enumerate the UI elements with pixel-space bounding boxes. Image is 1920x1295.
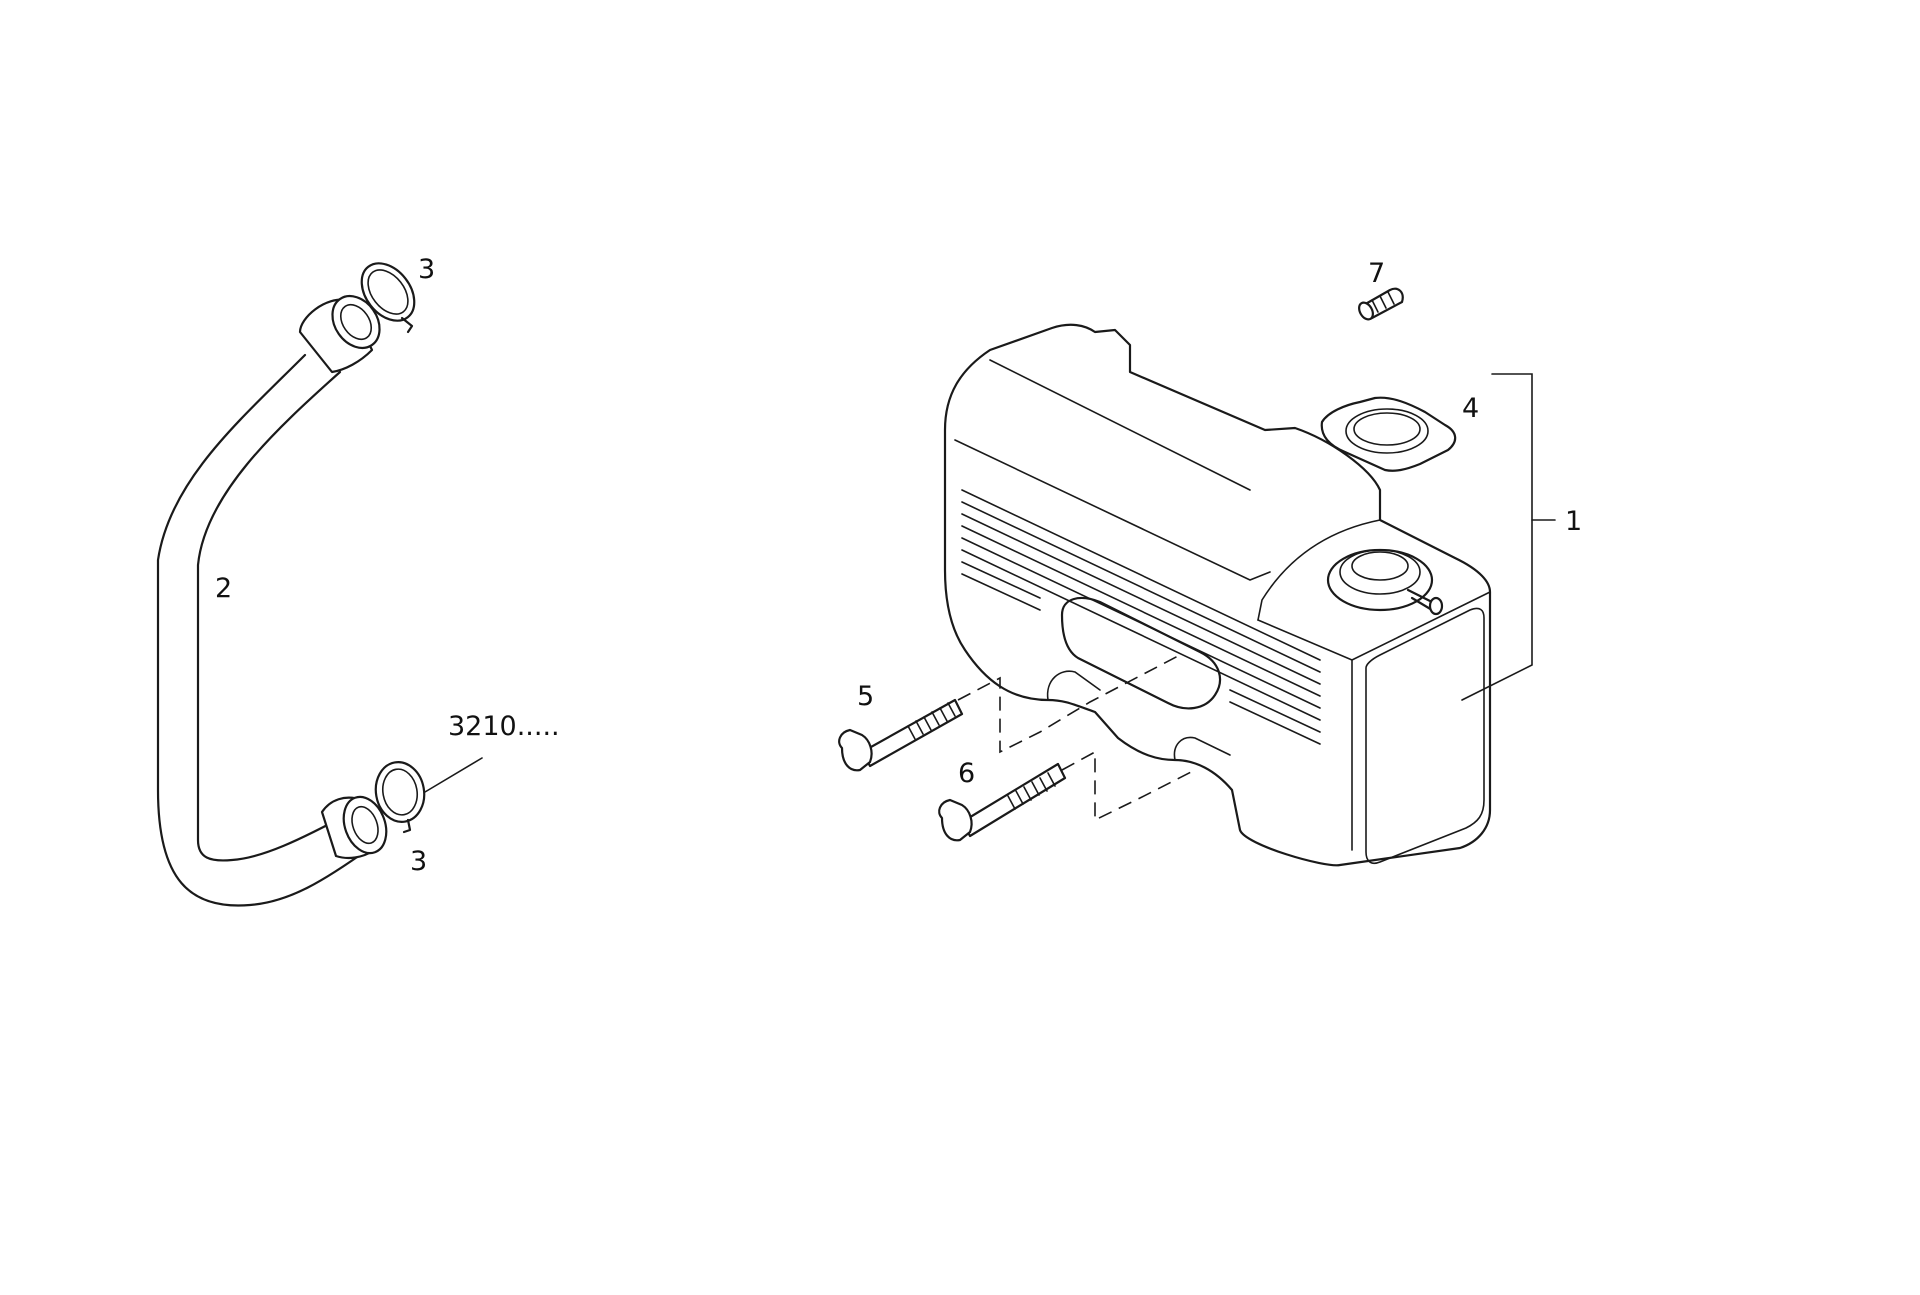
callout-bolt-long: 5 [857,681,874,712]
bolt-short-path [1061,750,1196,822]
callout-clamp-ref: 3210..... [448,711,560,742]
callout-clamp-top: 3 [418,254,435,285]
bolt-long-part [838,698,964,772]
hose-part [156,294,388,907]
callout-tank: 1 [1565,506,1582,537]
callout-cap-gasket: 4 [1462,393,1479,424]
callout-plug: 7 [1368,258,1385,289]
clamp-bottom-part [374,761,426,834]
plug-part [1358,287,1404,321]
cap-gasket-part [1320,396,1457,472]
callout-hose: 2 [215,573,232,604]
bolt-long-path [957,654,1181,754]
callout-clamp-bottom: 3 [410,846,427,877]
callout-bolt-short: 6 [958,758,975,789]
clamp-top-part [360,262,416,334]
clamp-ref-leader [424,757,483,793]
bolt-short-part [938,762,1067,842]
tank-part [943,323,1492,867]
